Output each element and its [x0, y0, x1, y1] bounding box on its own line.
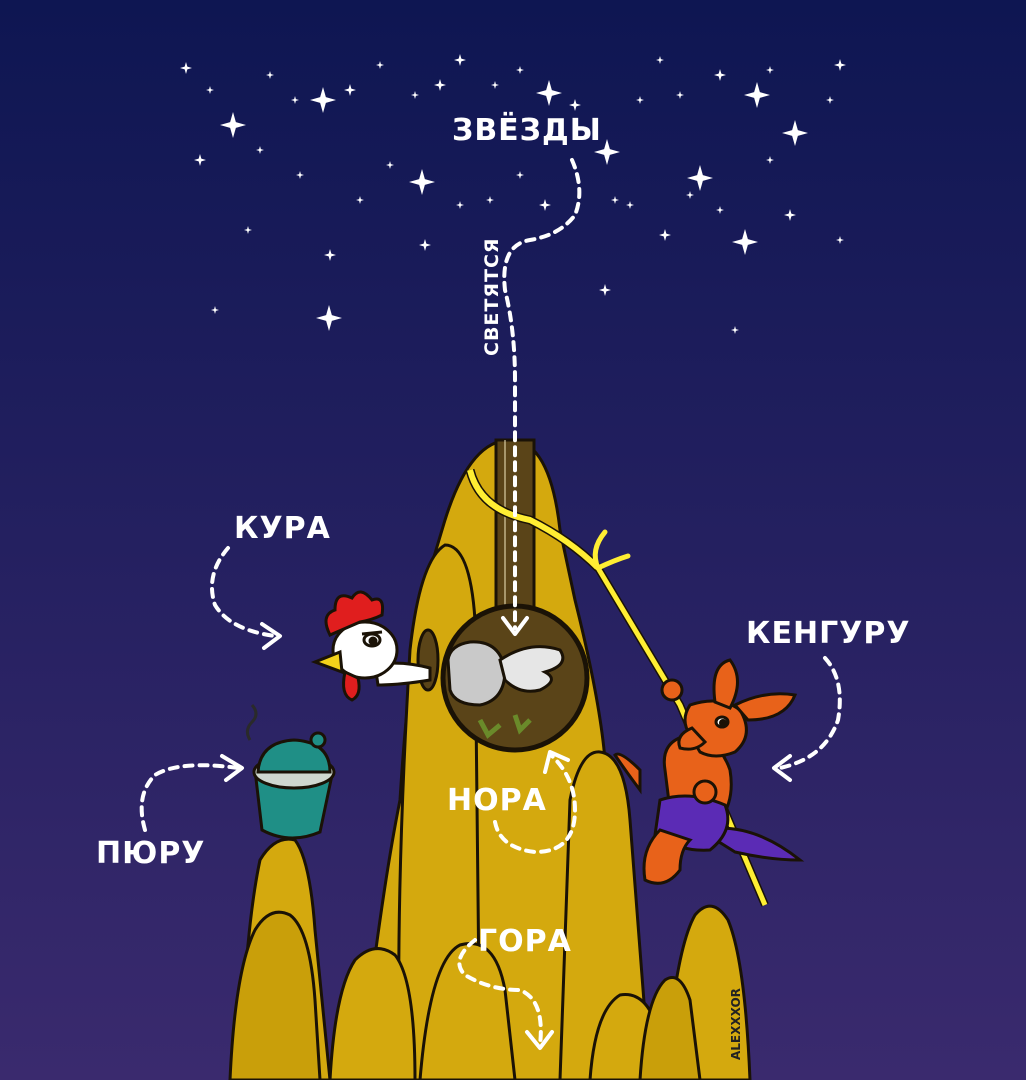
kangaroo-leg — [642, 828, 693, 885]
kangaroo — [613, 658, 805, 885]
label-mountain: ГОРА — [478, 924, 572, 959]
star-icon — [310, 87, 336, 113]
kangaroo-tail — [696, 826, 805, 862]
star-icon — [220, 112, 246, 138]
star-icon — [516, 171, 524, 179]
star-icon — [411, 91, 419, 99]
star-icon — [766, 156, 774, 164]
star-icon — [194, 154, 206, 166]
star-icon — [356, 196, 364, 204]
star-icon — [266, 71, 274, 79]
label-burrow: НОРА — [447, 783, 547, 818]
star-icon — [536, 80, 562, 106]
star-icon — [344, 84, 356, 96]
arrow-puree — [139, 763, 240, 832]
star-icon — [656, 56, 664, 64]
star-icon — [456, 201, 464, 209]
rope-knot — [592, 529, 631, 571]
star-icon — [491, 81, 499, 89]
star-icon — [516, 66, 524, 74]
star-icon — [296, 171, 304, 179]
star-icon — [714, 69, 726, 81]
label-puree: ПЮРУ — [96, 836, 205, 871]
star-icon — [486, 196, 494, 204]
pot-knob — [309, 731, 327, 749]
star-icon — [626, 201, 634, 209]
mountain — [228, 438, 752, 1080]
star-icon — [716, 206, 724, 214]
star-icon — [419, 239, 431, 251]
arrow-stars-to-burrow — [502, 158, 582, 630]
right-low-peak — [638, 976, 702, 1080]
star-icon — [686, 191, 694, 199]
kangaroo-ear-2 — [732, 692, 798, 722]
star-icon — [599, 284, 611, 296]
hen-beak — [310, 649, 344, 675]
kangaroo-hand-2 — [692, 779, 718, 805]
star-icon — [659, 229, 671, 241]
arrow-mountain — [457, 938, 543, 1047]
hen — [310, 590, 432, 702]
star-icon — [766, 66, 774, 74]
star-icon — [611, 196, 619, 204]
far-left-lump — [228, 910, 322, 1080]
star-icon — [454, 54, 466, 66]
kangaroo-ear — [712, 658, 739, 710]
kangaroo-hand — [660, 678, 684, 702]
star-icon — [744, 82, 770, 108]
artist-signature: ALEXXXOR — [729, 988, 743, 1060]
annotation-arrows — [139, 158, 842, 1050]
star-icon — [731, 326, 739, 334]
pot-lid — [256, 738, 332, 774]
puree-pot — [245, 704, 336, 840]
label-hen: КУРА — [234, 511, 331, 546]
label-stars: ЗВЁЗДЫ — [452, 112, 602, 148]
star-icon — [569, 99, 581, 111]
star-icon — [687, 165, 713, 191]
star-icon — [206, 86, 214, 94]
arrow-hen — [210, 546, 277, 638]
hen-comb — [324, 590, 384, 637]
star-icon — [376, 61, 384, 69]
star-icon — [636, 96, 644, 104]
star-icon — [434, 79, 446, 91]
star-icon — [539, 199, 551, 211]
bottom-left-mound — [328, 947, 417, 1080]
arrow-kangaroo — [778, 656, 842, 770]
star-icon — [782, 120, 808, 146]
star-icon — [244, 226, 252, 234]
star-icon — [256, 146, 264, 154]
star-icon — [732, 229, 758, 255]
star-icon — [784, 209, 796, 221]
star-icon — [211, 306, 219, 314]
star-icon — [676, 91, 684, 99]
star-icon — [836, 236, 844, 244]
bottom-center-mound — [418, 942, 517, 1080]
label-kangaroo: КЕНГУРУ — [746, 616, 911, 651]
arrow-burrow — [493, 754, 578, 855]
star-icon — [180, 62, 192, 74]
star-icon — [386, 161, 394, 169]
star-icon — [594, 139, 620, 165]
star-icon — [826, 96, 834, 104]
star-icon — [834, 59, 846, 71]
star-icon — [316, 305, 342, 331]
label-shine: СВЕТЯТСЯ — [481, 237, 503, 356]
star-icon — [324, 249, 336, 261]
hen-body-in-burrow — [446, 640, 565, 739]
hen-wattle — [342, 669, 361, 702]
star-icon — [291, 96, 299, 104]
stars-field — [180, 54, 846, 334]
star-icon — [409, 169, 435, 195]
steam-icon — [245, 704, 258, 741]
